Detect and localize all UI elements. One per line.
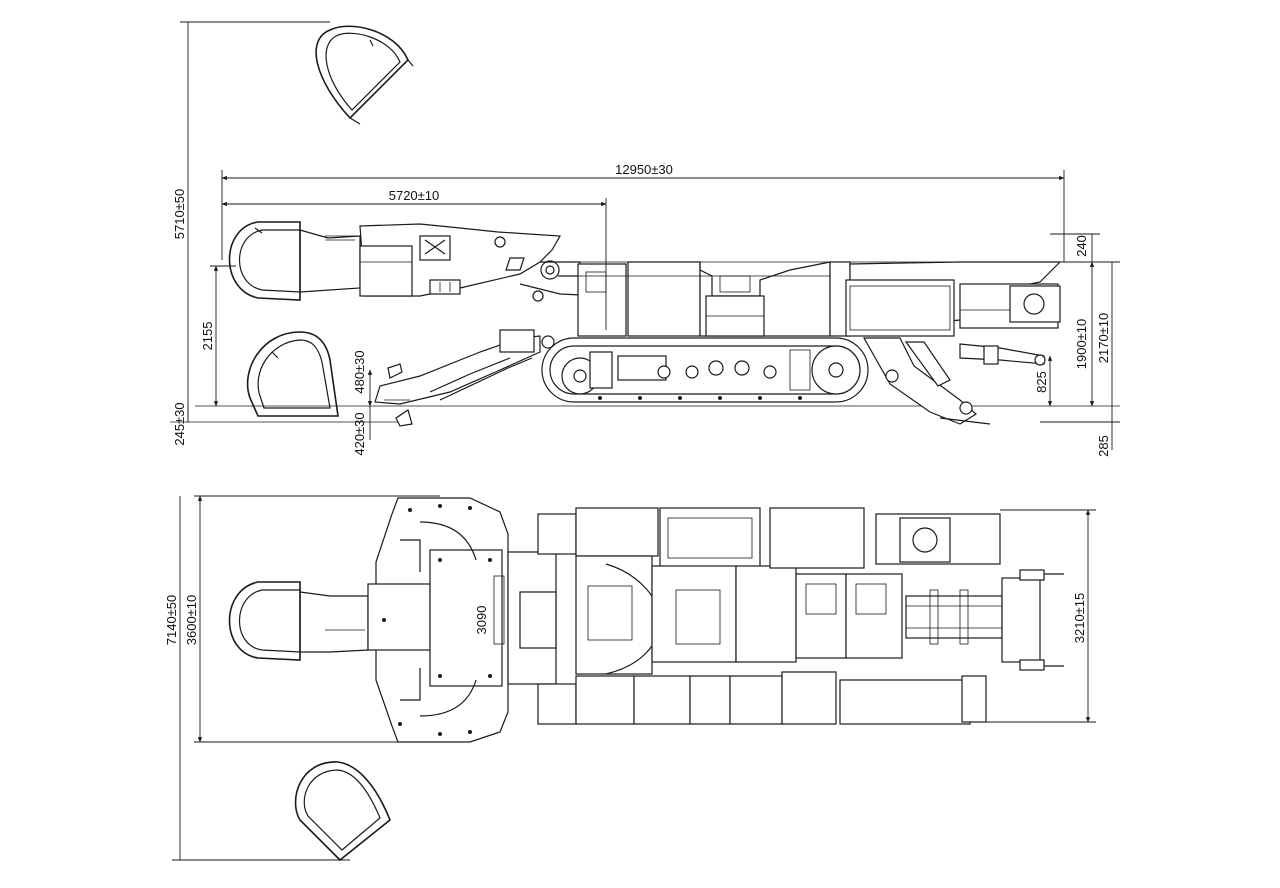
crawler-track xyxy=(541,337,869,403)
dim-pivot-height: 2155 xyxy=(200,322,215,351)
loading-shovel xyxy=(374,329,555,427)
dim-shovel-lift: 480±30 xyxy=(352,350,367,393)
main-body xyxy=(570,261,1064,337)
dim-shovel-width: 3090 xyxy=(474,606,489,635)
dim-overall-height: 2170±10 xyxy=(1096,313,1111,364)
dim-shovel-drop: 420±30 xyxy=(352,412,367,455)
dim-rear-lift: 825 xyxy=(1034,371,1049,393)
dim-body-height: 1900±10 xyxy=(1074,319,1089,370)
dimension-lines xyxy=(172,21,1120,861)
dim-overall-length: 12950±30 xyxy=(615,162,673,177)
cutting-boom xyxy=(359,223,605,302)
dim-top-clearance: 240 xyxy=(1074,235,1089,257)
dim-max-cut-height: 5710±50 xyxy=(172,189,187,240)
dim-rear-drop: 285 xyxy=(1096,435,1111,457)
plan-view xyxy=(228,497,1064,862)
rear-stabilizer xyxy=(862,337,1046,425)
cutting-head-plan xyxy=(228,581,369,661)
cutting-head-swing-top xyxy=(294,761,391,862)
dim-max-cut-width: 7140±50 xyxy=(164,595,179,646)
shovel-plan xyxy=(367,497,509,743)
dim-machine-width: 3600±10 xyxy=(184,595,199,646)
cutting-head-top xyxy=(315,25,414,125)
cutting-head-bottom xyxy=(246,331,339,417)
dim-cut-depth: 245±30 xyxy=(172,402,187,445)
side-view xyxy=(170,25,1120,427)
dim-tail-width: 3210±15 xyxy=(1072,593,1087,644)
dimension-labels: 12950±30 5720±10 5710±50 2155 240 1900±1… xyxy=(164,162,1111,645)
cutting-head-front xyxy=(228,221,361,301)
body-plan xyxy=(507,507,1001,725)
dim-boom-length: 5720±10 xyxy=(389,188,440,203)
conveyor-plan xyxy=(905,569,1064,671)
